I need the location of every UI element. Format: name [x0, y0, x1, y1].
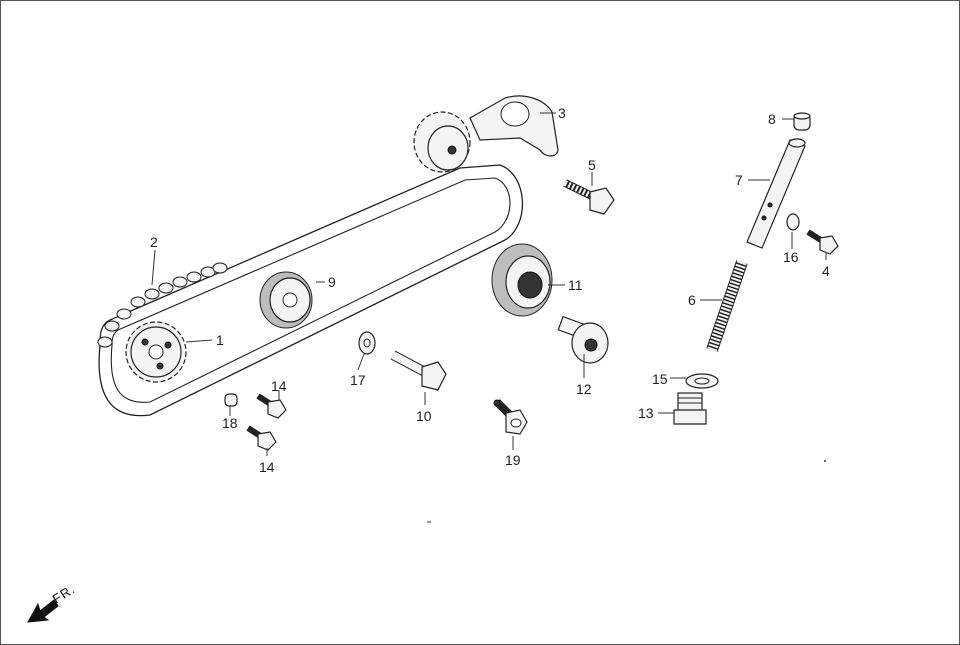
callout-11: 11	[568, 277, 583, 293]
bolt-14-lower	[246, 425, 277, 451]
bolt-19	[493, 399, 528, 435]
washer-15-hole	[694, 377, 710, 385]
bolt-4	[806, 229, 839, 255]
washer-16	[786, 213, 800, 231]
callout-4: 4	[822, 263, 830, 279]
tensioner-roller	[259, 271, 313, 329]
callout-7: 7	[735, 172, 743, 188]
callout-3: 3	[558, 105, 566, 121]
callout-12: 12	[576, 381, 592, 397]
front-direction-indicator: FR.	[27, 581, 78, 623]
cam-sprocket-bracket	[413, 95, 559, 173]
callout-9: 9	[328, 274, 336, 290]
cam-chain	[97, 164, 524, 417]
cap-8	[793, 112, 811, 131]
bolt-5	[563, 179, 615, 215]
callout-14-upper: 14	[271, 378, 287, 394]
callout-16: 16	[783, 249, 799, 265]
washer-17-hole	[363, 338, 371, 348]
callout-10: 10	[416, 408, 432, 424]
plug-13	[673, 392, 707, 425]
callout-1: 1	[216, 332, 224, 348]
callout-18: 18	[222, 415, 238, 431]
callout-14-lower: 14	[259, 459, 275, 475]
bolt-14-upper	[256, 393, 287, 419]
tensioner-rod	[746, 138, 806, 249]
chain-links	[97, 262, 228, 348]
callout-8: 8	[768, 111, 776, 127]
dowel-pin-18	[224, 393, 238, 407]
leader-lines	[151, 112, 827, 456]
callout-17: 17	[350, 372, 366, 388]
callout-6: 6	[688, 292, 696, 308]
callout-15: 15	[652, 371, 668, 387]
callout-labels: 1 2 3 4 5 6 7 8 9 10 11 12 13 14 14 15 1…	[150, 105, 830, 475]
callout-19: 19	[505, 452, 521, 468]
bolt-10	[390, 350, 447, 391]
callout-2: 2	[150, 234, 158, 250]
drive-sprocket	[125, 321, 187, 383]
callout-5: 5	[588, 157, 596, 173]
pivot-bolt	[557, 315, 609, 364]
guide-roller	[491, 243, 553, 317]
callout-13: 13	[638, 405, 654, 421]
front-arrow-icon	[27, 599, 59, 623]
tensioner-spring	[706, 260, 748, 352]
stray-dot	[824, 460, 826, 462]
